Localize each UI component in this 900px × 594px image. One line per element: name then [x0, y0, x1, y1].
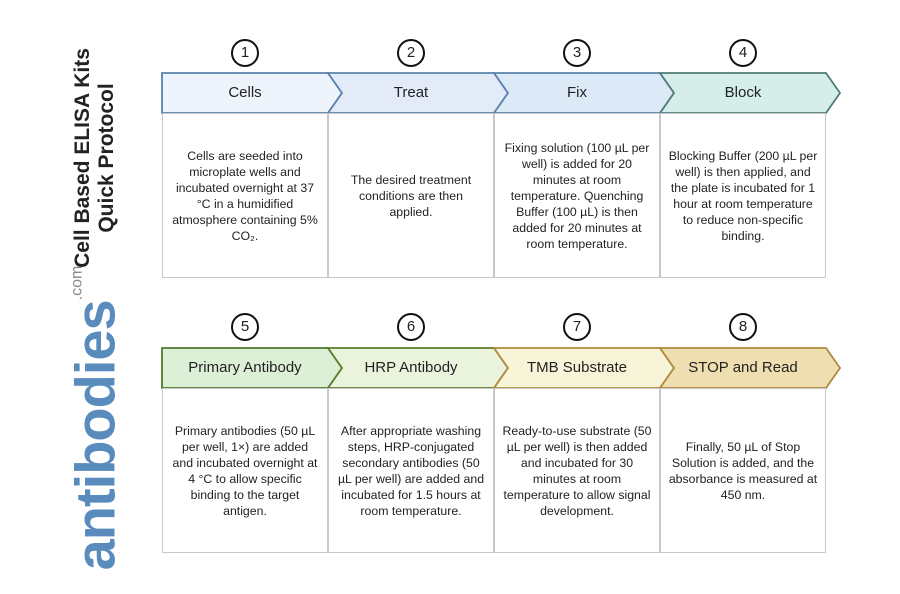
step-label: Block: [724, 84, 762, 101]
step-description: Cells are seeded into microplate wells a…: [162, 113, 328, 278]
step-label: Primary Antibody: [188, 359, 302, 376]
step-label: STOP and Read: [688, 359, 798, 376]
step-label: Cells: [228, 84, 262, 101]
step-description: Finally, 50 µL of Stop Solution is added…: [660, 388, 826, 553]
step-number-7: 7: [563, 313, 591, 341]
step-label: Fix: [567, 84, 587, 101]
step-number-8: 8: [729, 313, 757, 341]
step-number-6: 6: [397, 313, 425, 341]
step-number-3: 3: [563, 39, 591, 67]
step-number-5: 5: [231, 313, 259, 341]
step-description: Blocking Buffer (200 µL per well) is the…: [660, 113, 826, 278]
step-description: The desired treatment conditions are the…: [328, 113, 494, 278]
step-arrow-8: [658, 347, 842, 389]
step-number-4: 4: [729, 39, 757, 67]
step-description: Primary antibodies (50 µL per well, 1×) …: [162, 388, 328, 553]
step-label: Treat: [393, 84, 429, 101]
step-label: HRP Antibody: [364, 359, 458, 376]
step-description: Ready-to-use substrate (50 µL per well) …: [494, 388, 660, 553]
step-description: Fixing solution (100 µL per well) is add…: [494, 113, 660, 278]
step-description: After appropriate washing steps, HRP-con…: [328, 388, 494, 553]
step-label: TMB Substrate: [526, 359, 628, 376]
step-number-1: 1: [231, 39, 259, 67]
step-number-2: 2: [397, 39, 425, 67]
step-arrow-4: [658, 72, 842, 114]
